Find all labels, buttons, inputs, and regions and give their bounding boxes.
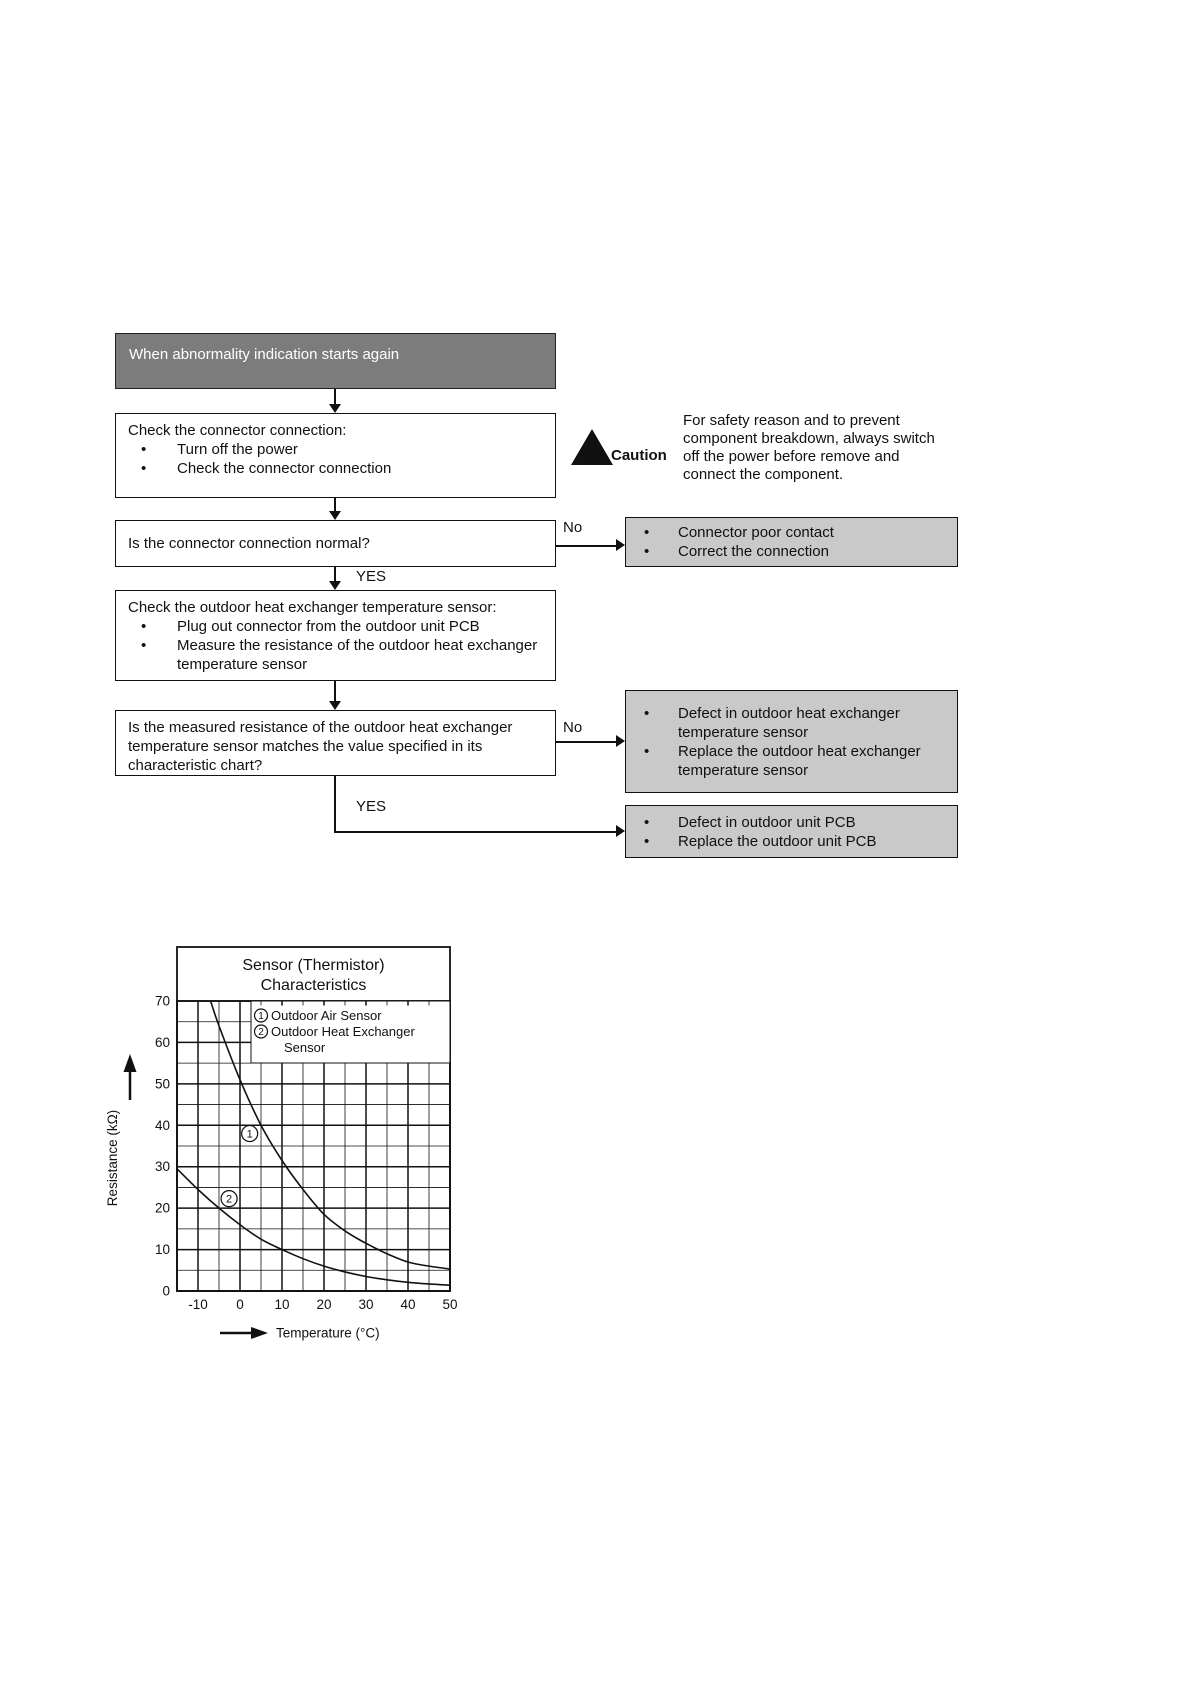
legend-entry: Sensor bbox=[284, 1040, 326, 1055]
decision1-question: Is the connector connection normal? bbox=[128, 535, 370, 552]
step1-bullet-1: Turn off the power bbox=[177, 441, 298, 458]
y-tick-label: 70 bbox=[155, 994, 170, 1009]
svg-text:2: 2 bbox=[226, 1194, 232, 1206]
arrowhead-down-icon bbox=[329, 404, 341, 413]
curve-outdoor-heat-exchanger-sensor bbox=[176, 1168, 451, 1286]
arrow-decision2-no bbox=[556, 741, 616, 743]
outcome2-bullet-2: Replace the outdoor heat exchanger tempe… bbox=[678, 742, 921, 779]
svg-text:1: 1 bbox=[247, 1129, 253, 1141]
decision2-question: Is the measured resistance of the outdoo… bbox=[128, 719, 513, 774]
step2-bullet-1: Plug out connector from the outdoor unit… bbox=[177, 618, 480, 635]
x-tick-label: 0 bbox=[236, 1297, 244, 1312]
x-tick-label: 40 bbox=[400, 1297, 415, 1312]
arrowhead-down-icon bbox=[329, 511, 341, 520]
chart-xlabel: Temperature (°C) bbox=[276, 1326, 380, 1341]
arrow-step2-to-decision2 bbox=[334, 681, 336, 701]
flow-outcome-sensor-defect: Defect in outdoor heat exchanger tempera… bbox=[625, 690, 958, 793]
arrow-start-to-step1 bbox=[334, 389, 336, 405]
y-tick-label: 30 bbox=[155, 1159, 170, 1174]
y-tick-label: 0 bbox=[162, 1284, 170, 1299]
curve-outdoor-air-sensor bbox=[209, 1000, 451, 1270]
outcome3-bullet-2: Replace the outdoor unit PCB bbox=[678, 832, 877, 850]
outcome3-bullet-1: Defect in outdoor unit PCB bbox=[678, 813, 856, 831]
x-tick-label: 50 bbox=[442, 1297, 457, 1312]
arrow-decision2-yes-vertical bbox=[334, 776, 336, 833]
y-tick-label: 10 bbox=[155, 1242, 170, 1257]
legend-entry: Outdoor Heat Exchanger bbox=[271, 1024, 415, 1039]
x-tick-label: 30 bbox=[358, 1297, 373, 1312]
legend-entry: Outdoor Air Sensor bbox=[271, 1008, 382, 1023]
flow-step-check-sensor: Check the outdoor heat exchanger tempera… bbox=[115, 590, 556, 681]
svg-text:2: 2 bbox=[258, 1027, 264, 1038]
arrowhead-down-icon bbox=[329, 581, 341, 590]
step2-bullet-2: Measure the resistance of the outdoor he… bbox=[177, 637, 538, 673]
caution-label: Caution bbox=[611, 447, 667, 464]
y-tick-label: 40 bbox=[155, 1118, 170, 1133]
arrow-decision2-yes-horizontal bbox=[334, 831, 616, 833]
outcome1-bullet-2: Correct the connection bbox=[678, 543, 829, 560]
decision2-yes-label: YES bbox=[356, 798, 387, 815]
warning-triangle-icon: ! bbox=[569, 427, 615, 472]
step2-title: Check the outdoor heat exchanger tempera… bbox=[128, 599, 497, 616]
arrowhead-down-icon bbox=[329, 701, 341, 710]
caution-text: For safety reason and to prevent compone… bbox=[683, 412, 935, 483]
arrow-step1-to-decision1 bbox=[334, 498, 336, 512]
arrow-decision1-no bbox=[556, 545, 616, 547]
flow-decision-connector-normal: Is the connector connection normal? bbox=[115, 520, 556, 567]
step1-bullet-2: Check the connector connection bbox=[177, 460, 392, 477]
svg-text:1: 1 bbox=[258, 1011, 264, 1022]
arrowhead-right-icon bbox=[616, 539, 625, 551]
flow-step-check-connector: Check the connector connection: Turn off… bbox=[115, 413, 556, 498]
arrowhead-right-icon bbox=[616, 735, 625, 747]
y-tick-label: 20 bbox=[155, 1201, 170, 1216]
svg-text:!: ! bbox=[589, 441, 596, 463]
arrowhead-right-icon bbox=[616, 825, 625, 837]
chart-title: Characteristics bbox=[261, 977, 367, 994]
x-tick-label: 10 bbox=[274, 1297, 289, 1312]
x-tick-label: 20 bbox=[316, 1297, 331, 1312]
arrow-decision1-to-step2 bbox=[334, 567, 336, 582]
flow-decision-resistance-match: Is the measured resistance of the outdoo… bbox=[115, 710, 556, 776]
y-tick-label: 60 bbox=[155, 1035, 170, 1050]
outcome1-bullet-1: Connector poor contact bbox=[678, 524, 834, 541]
chart-ylabel: Resistance (kΩ) bbox=[105, 1110, 120, 1206]
chart-title: Sensor (Thermistor) bbox=[242, 957, 384, 974]
flow-start-box: When abnormality indication starts again bbox=[115, 333, 556, 389]
decision2-no-label: No bbox=[563, 719, 583, 736]
chart-legend bbox=[250, 1000, 451, 1064]
decision1-yes-label: YES bbox=[356, 568, 387, 585]
x-tick-label: -10 bbox=[188, 1297, 208, 1312]
y-tick-label: 50 bbox=[155, 1076, 170, 1091]
flow-outcome-connector-contact: Connector poor contact Correct the conne… bbox=[625, 517, 958, 567]
outcome2-bullet-1: Defect in outdoor heat exchanger tempera… bbox=[678, 704, 900, 741]
right-arrow-icon bbox=[251, 1327, 268, 1339]
flow-outcome-pcb-defect: Defect in outdoor unit PCB Replace the o… bbox=[625, 805, 958, 858]
flow-start-label: When abnormality indication starts again bbox=[129, 346, 400, 363]
up-arrow-icon bbox=[123, 1054, 137, 1072]
step1-title: Check the connector connection: bbox=[128, 422, 347, 439]
decision1-no-label: No bbox=[563, 519, 583, 536]
